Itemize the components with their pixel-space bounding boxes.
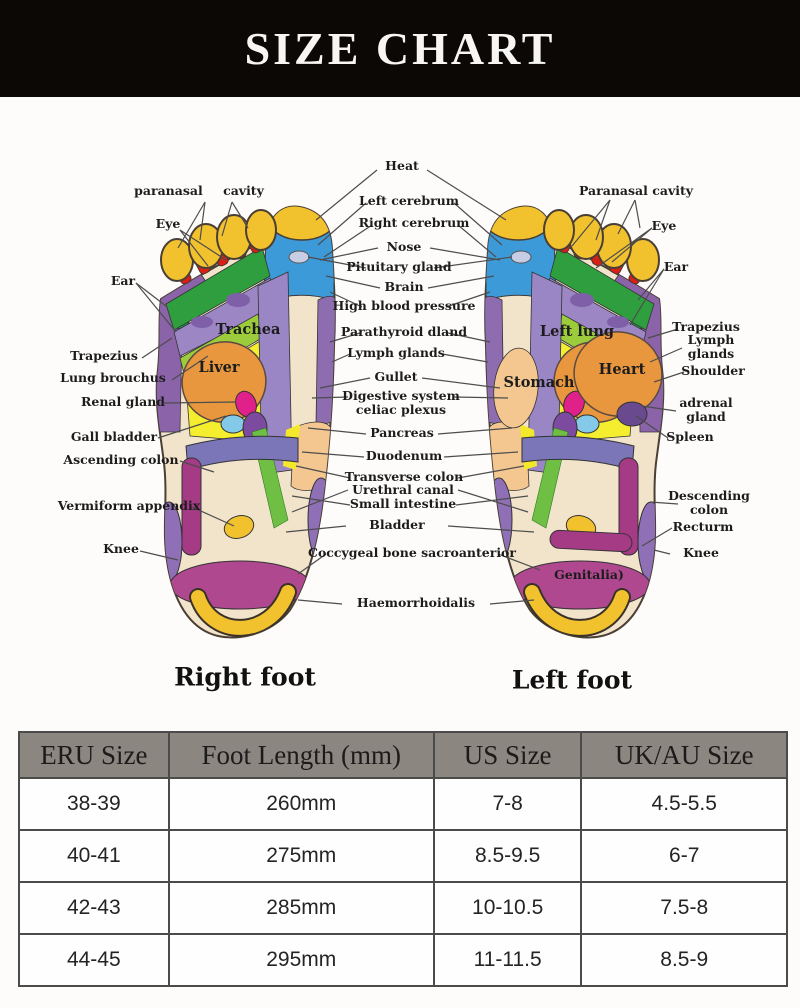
table-cell: 40-41 — [18, 829, 170, 883]
label-descending-colon: Descending colon — [668, 488, 750, 517]
table-cell: 44-45 — [18, 933, 170, 987]
label-paranasal-cavity-right: Paranasal cavity — [578, 183, 694, 198]
table-cell: 275mm — [167, 829, 435, 883]
table-cell: 38-39 — [18, 777, 170, 831]
label-nose: Nose — [386, 239, 422, 254]
left-foot-caption: Left foot — [511, 665, 633, 695]
label-spleen: Spleen — [666, 429, 714, 444]
label-lymph-glands-right: Lymph glands — [687, 332, 735, 361]
table-cell: 11-11.5 — [432, 933, 583, 987]
label-genitalia: Genitalia) — [554, 567, 624, 582]
label-small-intestine: Small intestine — [349, 496, 457, 511]
table-cell: 4.5-5.5 — [580, 777, 788, 831]
label-gall-bladder: Gall bladder — [70, 429, 158, 444]
label-parathyroid-dland: Parathyroid dland — [340, 324, 468, 339]
label-lymph-glands-center: Lymph glands — [347, 345, 445, 360]
leader-lines — [135, 169, 685, 605]
label-bladder: Bladder — [369, 517, 425, 532]
label-high-blood-pressure: High blood pressure — [332, 298, 476, 313]
page-title: SIZE CHART — [244, 23, 556, 74]
label-duodenum: Duodenum — [365, 448, 443, 463]
table-cell: 42-43 — [18, 881, 170, 935]
label-ear-right: Ear — [663, 259, 689, 274]
label-ear-left: Ear — [110, 273, 136, 288]
table-header-us-size: US Size — [432, 731, 583, 779]
label-urethral-canal: Urethral canal — [352, 482, 454, 497]
table-header-eru-size: ERU Size — [18, 731, 170, 779]
table-cell: 8.5-9.5 — [432, 829, 583, 883]
label-vermiform-appendix: Vermiform appendix — [57, 498, 201, 513]
label-shoulder: Shoulder — [681, 363, 745, 378]
right-foot-shape — [156, 200, 336, 637]
label-heat: Heat — [385, 158, 419, 173]
label-gullet: Gullet — [374, 369, 418, 384]
label-paranasal-cavity-left: paranasal cavity — [134, 183, 264, 198]
label-trachea: Trachea — [215, 320, 281, 338]
label-pituitary-gland: Pituitary gland — [346, 259, 452, 274]
table-cell: 6-7 — [580, 829, 788, 883]
label-recturm: Recturm — [672, 519, 734, 534]
banner: SIZE CHART — [0, 0, 800, 97]
table-header-uk-au-size: UK/AU Size — [580, 731, 788, 779]
table-row: 38-39 260mm 7-8 4.5-5.5 — [18, 777, 788, 831]
label-knee-left: Knee — [103, 541, 139, 556]
table-row: 40-41 275mm 8.5-9.5 6-7 — [18, 829, 788, 883]
table-cell: 260mm — [167, 777, 435, 831]
label-eye-right: Eye — [651, 218, 677, 233]
label-lung-brouchus: Lung brouchus — [60, 370, 166, 385]
label-trapezius-left: Trapezius — [70, 348, 138, 363]
table-header-row: ERU Size Foot Length (mm) US Size UK/AU … — [18, 731, 788, 779]
table-cell: 295mm — [167, 933, 435, 987]
label-brain: Brain — [384, 279, 424, 294]
label-right-cerebrum: Right cerebrum — [358, 215, 470, 230]
label-heart: Heart — [598, 360, 646, 378]
table-cell: 285mm — [167, 881, 435, 935]
label-renal-gland: Renal gland — [80, 394, 166, 409]
label-pancreas: Pancreas — [370, 425, 434, 440]
table-header-foot-length: Foot Length (mm) — [167, 731, 435, 779]
table-cell: 10-10.5 — [432, 881, 583, 935]
table-cell: 7-8 — [432, 777, 583, 831]
label-knee-right: Knee — [683, 545, 719, 560]
left-foot-extra-zones — [493, 331, 663, 553]
table-cell: 7.5-8 — [580, 881, 788, 935]
label-left-cerebrum: Left cerebrum — [359, 193, 459, 208]
label-left-lung: Left lung — [539, 322, 615, 340]
label-adrenal-gland: adrenal gland — [679, 395, 733, 424]
table-cell: 8.5-9 — [580, 933, 788, 987]
right-foot-caption: Right foot — [174, 662, 316, 692]
label-haemorrhoidalis: Haemorrhoidalis — [356, 595, 476, 610]
label-ascending-colon: Ascending colon — [63, 452, 179, 467]
label-stomach: Stomach — [503, 373, 575, 391]
label-trapezius-right: Trapezius — [672, 319, 740, 334]
label-coccygeal-bone: Coccygeal bone sacroanterior — [308, 545, 516, 560]
label-eye-left: Eye — [155, 216, 181, 231]
label-liver: Liver — [198, 358, 240, 376]
size-table: ERU Size Foot Length (mm) US Size UK/AU … — [18, 731, 788, 987]
table-row: 44-45 295mm 11-11.5 8.5-9 — [18, 933, 788, 987]
table-row: 42-43 285mm 10-10.5 7.5-8 — [18, 881, 788, 935]
label-digestive-system: Digestive system celiac plexus — [342, 388, 460, 417]
label-transverse-colon: Transverse colon — [344, 469, 464, 484]
